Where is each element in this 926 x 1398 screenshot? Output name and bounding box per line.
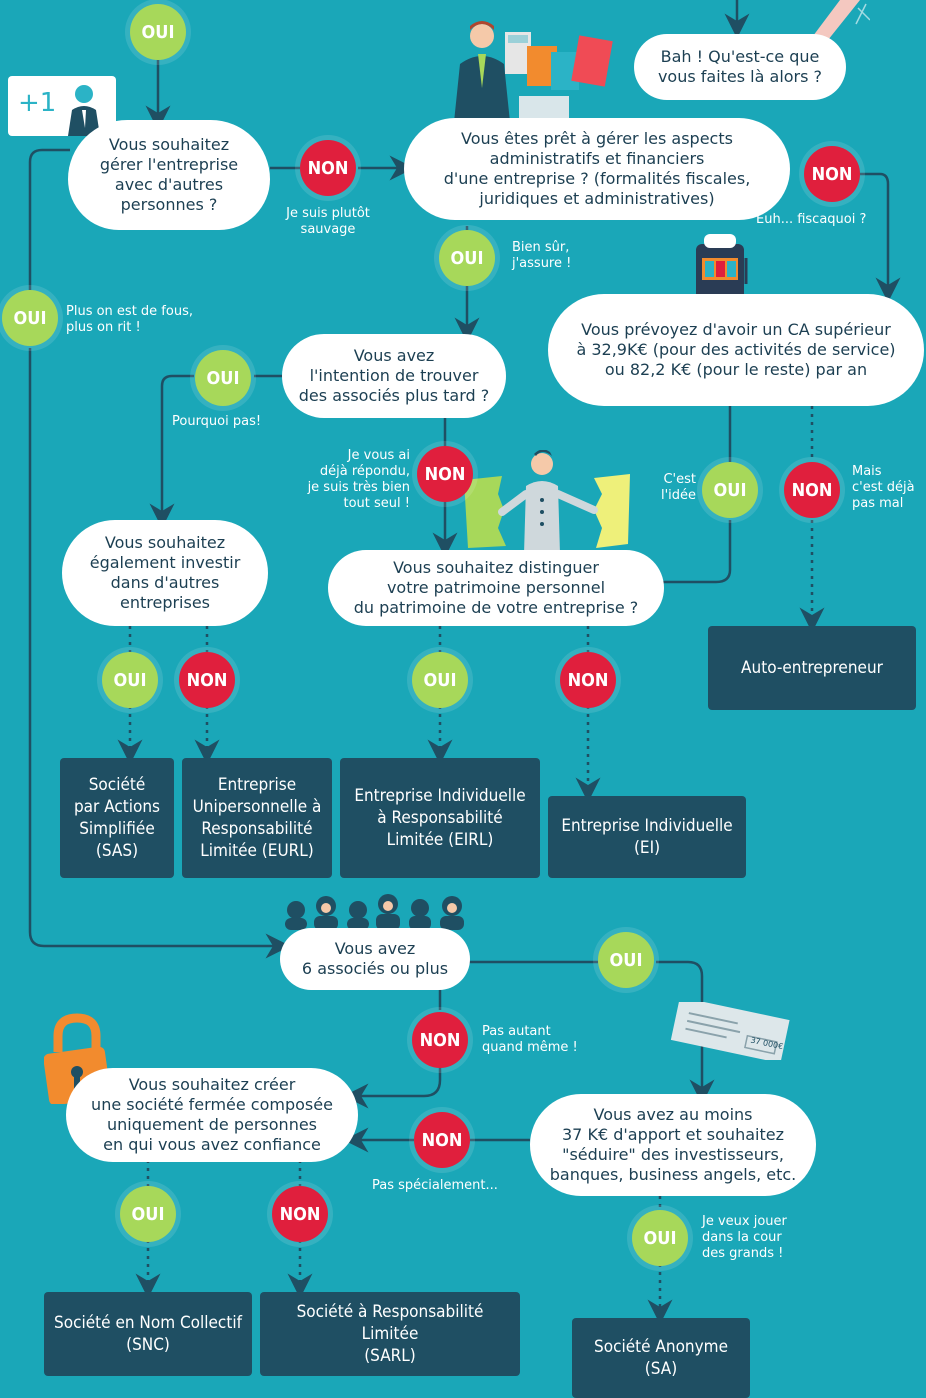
question-societe-fermee: Vous souhaitez créer une société fermée … (66, 1068, 358, 1162)
badge-non-37k: NON (414, 1112, 470, 1168)
badge-oui-6-associes: OUI (598, 932, 654, 988)
question-investir: Vous souhaitez également investir dans d… (62, 520, 268, 626)
note-sauvage: Je suis plutôt sauvage (286, 206, 370, 237)
cheque-icon: 37 000€ (668, 996, 792, 1064)
slot-machine-icon (692, 228, 752, 326)
businessman-icon (448, 18, 518, 122)
result-sa: Société Anonyme (SA) (572, 1318, 750, 1398)
badge-non-associes: NON (417, 446, 473, 502)
badge-non-gerer: NON (300, 140, 356, 196)
result-eirl: Entreprise Individuelle à Responsabilité… (340, 758, 540, 878)
result-eurl: Entreprise Unipersonnelle à Responsabili… (182, 758, 332, 878)
badge-oui-ca: OUI (702, 462, 758, 518)
note-pas-autant: Pas autant quand même ! (482, 1024, 578, 1055)
person-plus-icon: +1 (8, 76, 116, 136)
badge-oui-associes: OUI (195, 350, 251, 406)
badge-non-investir: NON (179, 652, 235, 708)
jigsaw-person-icon (462, 449, 634, 554)
note-repondu: Je vous ai déjà répondu, je suis très bi… (307, 448, 410, 511)
result-ei: Entreprise Individuelle (EI) (548, 796, 746, 878)
badge-oui-investir: OUI (102, 652, 158, 708)
badge-oui-admin: OUI (439, 230, 495, 286)
note-fiscaquoi: Euh... fiscaquoi ? (756, 212, 867, 227)
result-sarl: Société à Responsabilité Limitée (SARL) (260, 1292, 520, 1376)
crowd-icon (280, 888, 476, 930)
note-fous: Plus on est de fous, plus on rit ! (66, 304, 193, 335)
badge-oui-37k: OUI (632, 1210, 688, 1266)
note-pas-specialement: Pas spécialement... (372, 1178, 498, 1193)
result-auto-entrepreneur: Auto-entrepreneur (708, 626, 916, 710)
question-patrimoine: Vous souhaitez distinguer votre patrimoi… (328, 550, 664, 626)
question-6-associes: Vous avez 6 associés ou plus (280, 928, 470, 990)
badge-non-6-associes: NON (412, 1012, 468, 1068)
badge-non-patrimoine: NON (560, 652, 616, 708)
note-pas-mal: Mais c'est déjà pas mal (852, 464, 915, 511)
question-ca-superieur: Vous prévoyez d'avoir un CA supérieur à … (548, 294, 924, 406)
note-assure: Bien sûr, j'assure ! (512, 240, 572, 271)
result-snc: Société en Nom Collectif (SNC) (44, 1292, 252, 1376)
question-gerer-avec-autres: Vous souhaitez gérer l'entreprise avec d… (68, 120, 270, 230)
badge-non-fermee: NON (272, 1186, 328, 1242)
question-bah: Bah ! Qu'est-ce que vous faites là alors… (634, 34, 846, 100)
note-pourquoi: Pourquoi pas! (172, 414, 262, 429)
question-37k-apport: Vous avez au moins 37 K€ d'apport et sou… (530, 1094, 816, 1196)
badge-non-admin: NON (804, 146, 860, 202)
plus-one-label: +1 (18, 88, 57, 118)
note-cour-des-grands: Je veux jouer dans la cour des grands ! (702, 1214, 787, 1261)
question-associes-plus-tard: Vous avez l'intention de trouver des ass… (282, 334, 506, 418)
hand-illustration (800, 0, 871, 40)
result-sas: Société par Actions Simplifiée (SAS) (60, 758, 174, 878)
question-aspects-admin: Vous êtes prêt à gérer les aspects admin… (404, 118, 790, 220)
badge-oui-top: OUI (130, 4, 186, 60)
badge-oui-gerer: OUI (2, 290, 58, 346)
badge-oui-patrimoine: OUI (412, 652, 468, 708)
calculator-icon (505, 32, 615, 122)
badge-oui-fermee: OUI (120, 1186, 176, 1242)
badge-non-ca: NON (784, 462, 840, 518)
note-idee: C'est l'idée (660, 472, 696, 503)
